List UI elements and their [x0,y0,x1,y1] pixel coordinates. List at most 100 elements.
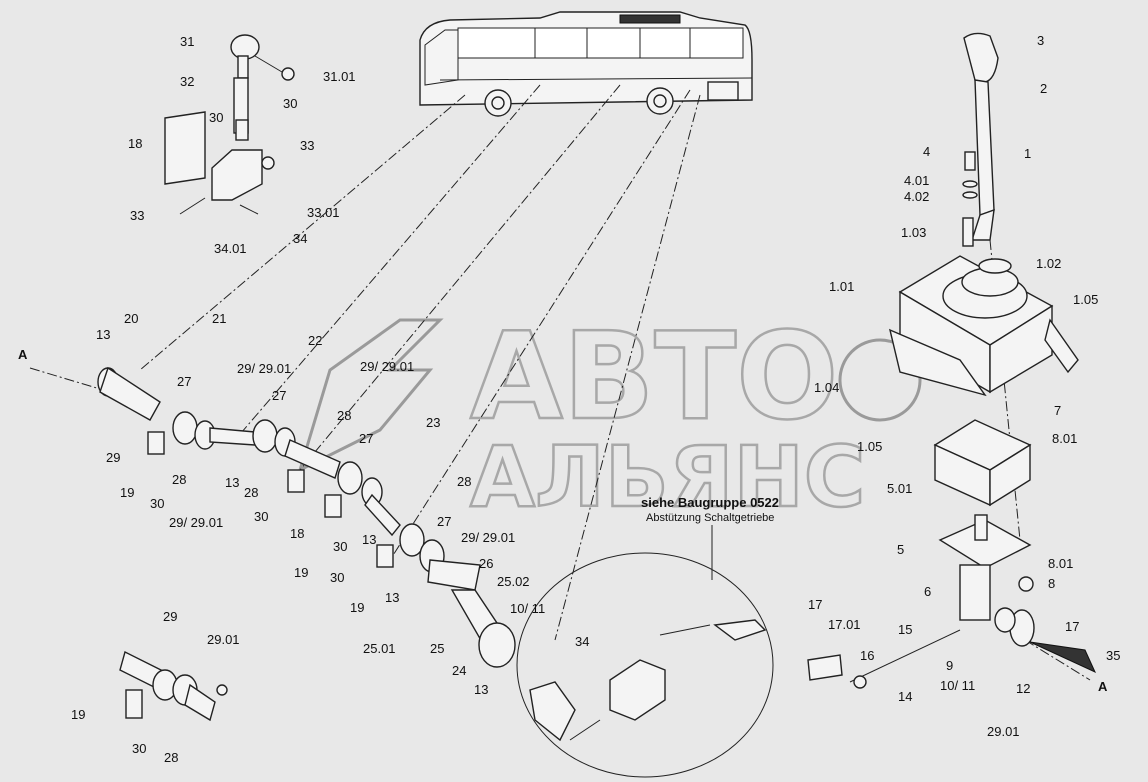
bus-illustration [419,11,753,117]
part-label: 30 [150,496,164,511]
part-label: 8.01 [1052,431,1077,446]
part-label: 28 [172,472,186,487]
part-label: 33.01 [307,205,340,220]
part-label: 4.02 [904,189,929,204]
part-label: 25.02 [497,574,530,589]
part-label: 25.01 [363,641,396,656]
watermark-logo-icon [297,318,444,473]
part-label: 20 [124,311,138,326]
watermark-line2: АЛЬЯНС [470,428,865,526]
part-label: 34 [293,231,307,246]
part-label: 15 [898,622,912,637]
part-label: 31 [180,34,194,49]
part-label: 1.05 [857,439,882,454]
part-label: 34.01 [214,241,247,256]
part-label: 13 [362,532,376,547]
part-label: 21 [212,311,226,326]
part-label: 29.01 [207,632,240,647]
part-label: 16 [860,648,874,663]
drive-shaft-assembly [97,366,516,668]
part-label: 1.01 [829,279,854,294]
part-label: 17 [1065,619,1079,634]
part-label: 31.01 [323,69,356,84]
part-label: 1.03 [901,225,926,240]
part-label: 29 [106,450,120,465]
part-label: 28 [164,750,178,765]
part-label: 35 [1106,648,1120,663]
part-label: 23 [426,415,440,430]
arrow-35-icon [1029,641,1097,674]
part-label: 5 [897,542,904,557]
joint-detail [119,650,228,722]
part-label: 19 [350,600,364,615]
part-label: 33 [300,138,314,153]
part-label: 28 [457,474,471,489]
part-label: 1.05 [1073,292,1098,307]
note-title: siehe Baugruppe 0522 [641,495,779,510]
part-label: 1 [1024,146,1031,161]
part-label: 7 [1054,403,1061,418]
part-label: 29/ 29.01 [169,515,223,530]
part-label: 18 [128,136,142,151]
part-label: 12 [1016,681,1030,696]
part-label: 24 [452,663,466,678]
part-label: 29/ 29.01 [461,530,515,545]
part-label: 30 [283,96,297,111]
part-label: 30 [132,741,146,756]
part-label: 13 [474,682,488,697]
part-label: 28 [337,408,351,423]
part-label: 1.02 [1036,256,1061,271]
part-label: 18 [290,526,304,541]
part-label: 30 [209,110,223,125]
watermark: АВТО АЛЬЯНС [297,307,922,527]
part-label: 32 [180,74,194,89]
part-label: 30 [330,570,344,585]
part-label: 5.01 [887,481,912,496]
part-label: 19 [120,485,134,500]
part-label: 17.01 [828,617,861,632]
part-label: 29/ 29.01 [237,361,291,376]
rod-end-assembly [164,34,295,215]
part-label: 13 [225,475,239,490]
watermark-line1: АВТО [470,308,838,447]
part-label: 27 [437,514,451,529]
part-label: 4.01 [904,173,929,188]
part-label: 27 [177,374,191,389]
part-label: 13 [96,327,110,342]
part-label: 10/ 11 [510,601,545,616]
part-label: 25 [430,641,444,656]
part-label: 6 [924,584,931,599]
part-label: 30 [333,539,347,554]
part-label: 27 [272,388,286,403]
note-subtitle: Abstützung Schaltgetriebe [646,512,774,524]
part-label: 30 [254,509,268,524]
part-label: 27 [359,431,373,446]
part-label: 14 [898,689,912,704]
part-label: 33 [130,208,144,223]
part-label: 1.04 [814,380,839,395]
watermark-circle [838,338,922,422]
part-label: 8 [1048,576,1055,591]
gear-lever-assembly [807,32,1079,689]
inset-detail [516,525,774,778]
part-label: 29.01 [987,724,1020,739]
part-label: 8.01 [1048,556,1073,571]
part-label: 19 [294,565,308,580]
part-label: 19 [71,707,85,722]
part-label: 22 [308,333,322,348]
part-label: 29 [163,609,177,624]
part-label: 2 [1040,81,1047,96]
part-label: 34 [575,634,589,649]
part-label: 3 [1037,33,1044,48]
section-marker: A [1098,679,1108,694]
part-label: 4 [923,144,930,159]
part-label: 28 [244,485,258,500]
part-label: 17 [808,597,822,612]
section-marker: A [18,347,28,362]
part-label: 13 [385,590,399,605]
part-label: 9 [946,658,953,673]
part-label: 10/ 11 [940,678,975,693]
